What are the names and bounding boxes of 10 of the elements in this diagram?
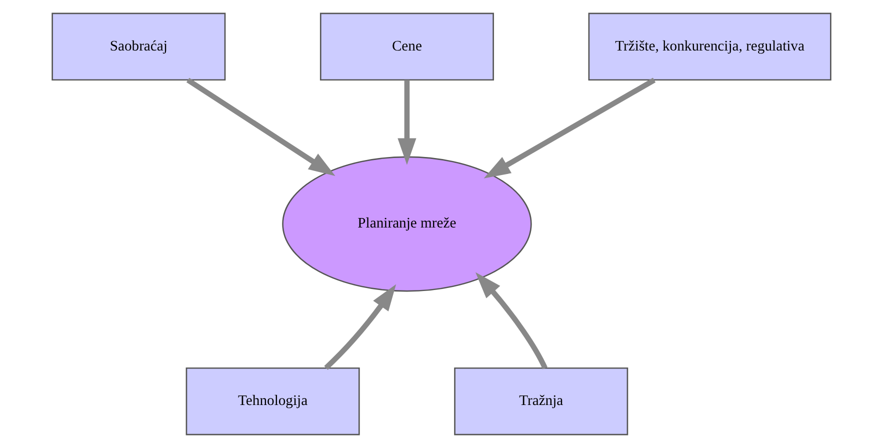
arrow [186,78,335,176]
node-box: Tehnologija [185,367,360,436]
node-box: Tržište, konkurencija, regulativa [588,12,831,81]
node-box: Cene [319,12,494,81]
arrow [483,78,656,178]
arrow [397,80,416,165]
node-box: Saobraćaj [51,12,226,81]
arrow [474,272,547,370]
node-box: Tražnja [454,367,628,436]
arrow [324,284,396,370]
